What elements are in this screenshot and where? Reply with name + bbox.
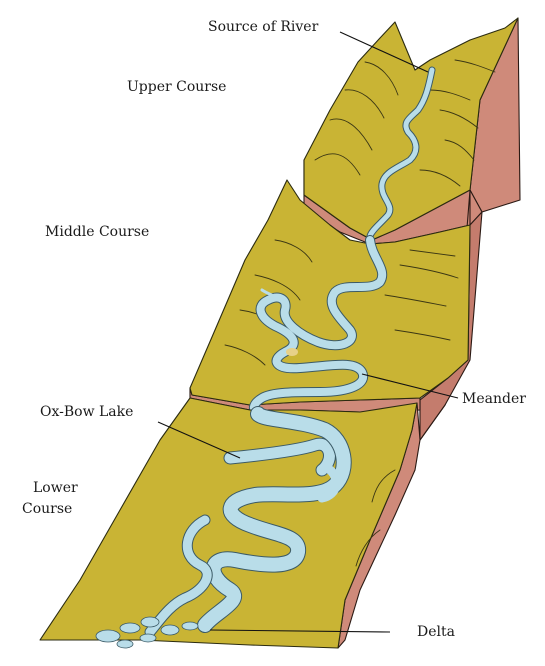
sandbar [286,348,298,356]
upper-course-block [304,18,520,244]
upper-course-label: Upper Course [127,79,226,95]
lower-course-label-line1: Lower [33,480,78,496]
delta-label: Delta [417,624,455,640]
oxbow-lake-label: Ox-Bow Lake [40,404,133,420]
lower-course-block [40,398,420,648]
source-of-river-label: Source of River [208,19,319,35]
meander-label: Meander [462,391,526,407]
middle-course-label: Middle Course [45,224,149,240]
lower-course-label-line2: Course [22,501,72,517]
